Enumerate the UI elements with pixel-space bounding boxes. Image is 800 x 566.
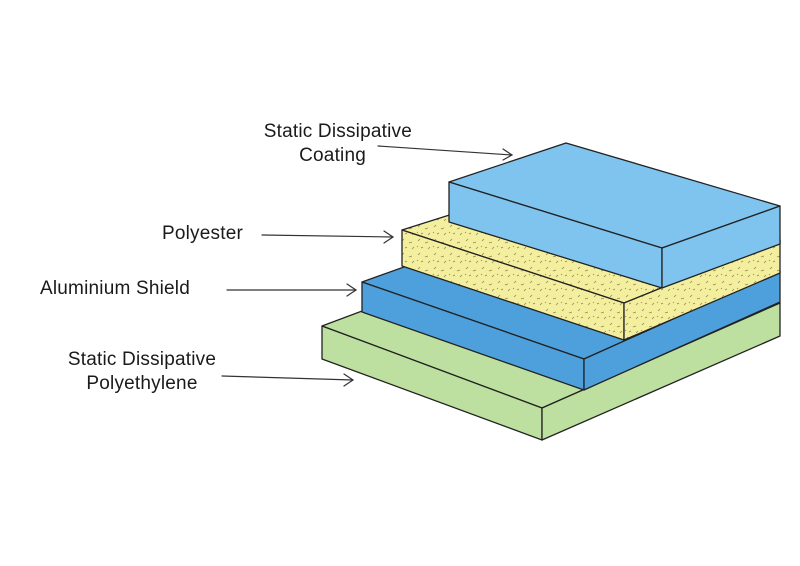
arrow-polyethylene (221, 373, 355, 387)
label-static-dissipative-polyethylene: Static Dissipative Polyethylene (52, 348, 232, 396)
layer-coating (448, 142, 781, 289)
arrow-aluminium (226, 283, 358, 297)
arrow-coating (377, 145, 514, 161)
label-polyester: Polyester (162, 223, 244, 244)
coating-label-line2: Coating (299, 145, 366, 166)
coating-side-face (661, 205, 781, 289)
polyethylene-label-line1: Static Dissipative (67, 349, 217, 370)
coating-label-line1: Static Dissipative (263, 121, 412, 142)
label-aluminium-shield: Aluminium Shield (40, 278, 190, 299)
label-static-dissipative-coating: Static Dissipative Coating (232, 120, 412, 168)
arrow-polyester (261, 230, 395, 244)
polyethylene-label-line2: Polyethylene (86, 373, 198, 394)
